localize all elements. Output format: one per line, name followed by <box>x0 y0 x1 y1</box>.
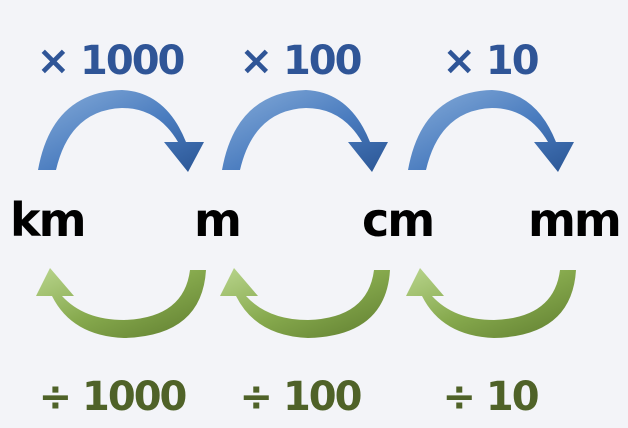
curved-arrow-left-icon <box>406 268 576 338</box>
unit-m: m <box>194 193 240 247</box>
divide-label-mm-cm: ÷ 10 <box>442 374 537 420</box>
unit-km: km <box>10 193 85 247</box>
multiply-label-m-cm: × 100 <box>240 38 361 84</box>
curved-arrow-left-icon <box>220 268 390 338</box>
curved-arrow-left-icon <box>36 268 206 338</box>
multiply-label-km-m: × 1000 <box>37 38 184 84</box>
curved-arrow-right-icon <box>408 90 574 172</box>
divide-label-cm-m: ÷ 100 <box>240 374 361 420</box>
curved-arrow-right-icon <box>222 90 388 172</box>
unit-mm: mm <box>528 193 620 247</box>
multiply-label-cm-mm: × 10 <box>442 38 537 84</box>
curved-arrow-right-icon <box>38 90 204 172</box>
divide-label-m-km: ÷ 1000 <box>39 374 186 420</box>
unit-cm: cm <box>362 193 433 247</box>
